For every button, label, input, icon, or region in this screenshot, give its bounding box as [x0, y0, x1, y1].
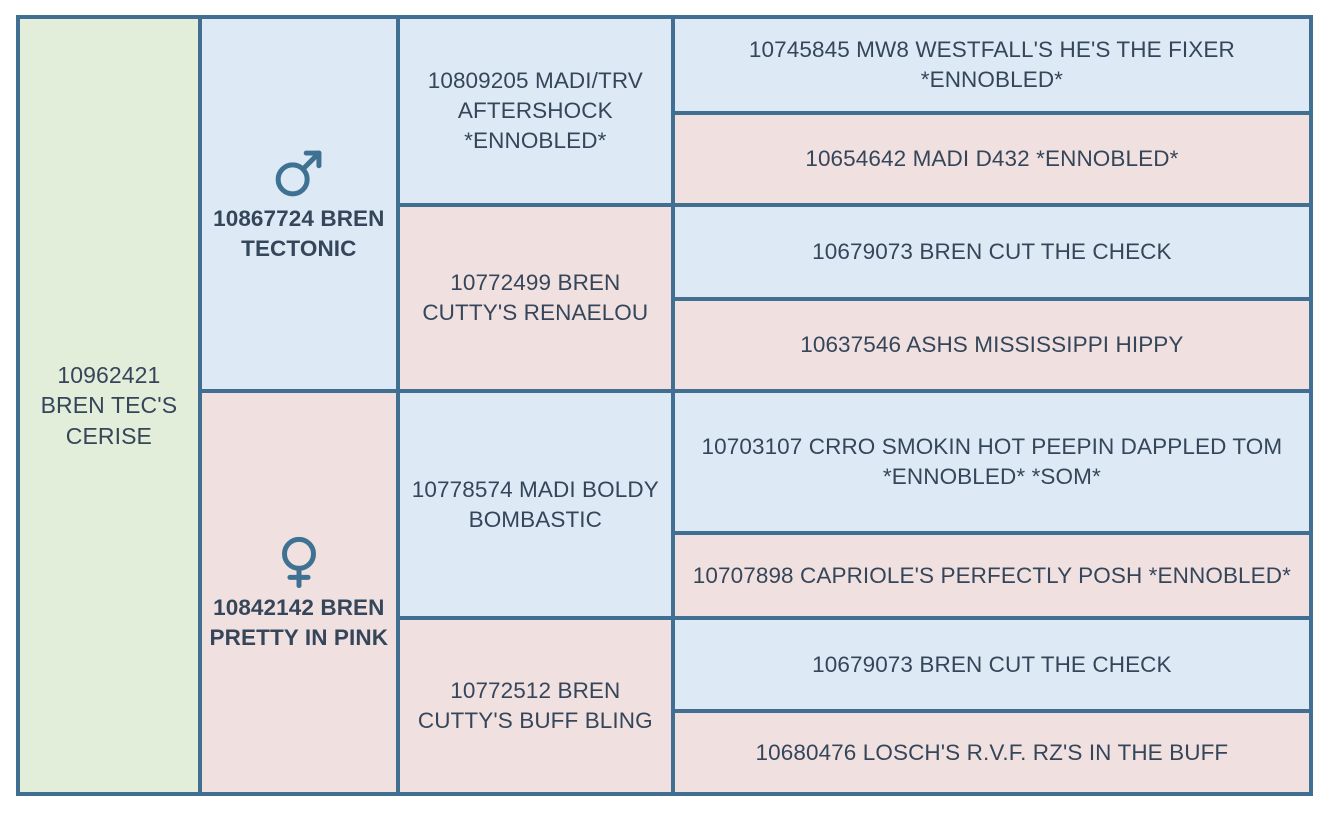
- animal-name: 10962421 BREN TEC'S CERISE: [40, 361, 178, 449]
- animal-name: 10745845 MW8 WESTFALL'S HE'S THE FIXER *…: [748, 37, 1235, 92]
- generation-3-column: 10809205 MADI/TRV AFTERSHOCK *ENNOBLED* …: [395, 19, 671, 792]
- pedigree-cell-great-grandparent-2[interactable]: 10654642 MADI D432 *ENNOBLED*: [674, 111, 1309, 203]
- animal-name: 10778574 MADI BOLDY BOMBASTIC: [411, 476, 659, 532]
- animal-name: 10867724 BREN TECTONIC: [213, 206, 385, 261]
- animal-name: 10772499 BREN CUTTY'S RENAELOU: [422, 270, 649, 325]
- generation-4-column: 10745845 MW8 WESTFALL'S HE'S THE FIXER *…: [670, 19, 1309, 792]
- pedigree-cell-great-grandparent-6[interactable]: 10707898 CAPRIOLE'S PERFECTLY POSH *ENNO…: [674, 531, 1309, 616]
- venus-icon: [270, 533, 328, 591]
- pedigree-cell-subject[interactable]: 10962421 BREN TEC'S CERISE: [20, 19, 198, 792]
- generation-2-column: 10867724 BREN TECTONIC 10842142 BREN PRE…: [197, 19, 396, 792]
- animal-name: 10703107 CRRO SMOKIN HOT PEEPIN DAPPLED …: [701, 434, 1283, 489]
- pedigree-cell-great-grandparent-7[interactable]: 10679073 BREN CUT THE CHECK: [674, 616, 1309, 709]
- animal-name: 10772512 BREN CUTTY'S BUFF BLING: [417, 678, 653, 733]
- animal-name: 10842142 BREN PRETTY IN PINK: [209, 594, 389, 650]
- animal-name: 10679073 BREN CUT THE CHECK: [812, 239, 1172, 265]
- pedigree-cell-great-grandparent-4[interactable]: 10637546 ASHS MISSISSIPPI HIPPY: [674, 297, 1309, 389]
- animal-name: 10679073 BREN CUT THE CHECK: [812, 651, 1172, 677]
- pedigree-cell-great-grandparent-8[interactable]: 10680476 LOSCH'S R.V.F. RZ'S IN THE BUFF: [674, 709, 1309, 792]
- animal-name: 10637546 ASHS MISSISSIPPI HIPPY: [800, 332, 1184, 358]
- pedigree-cell-maternal-grandsire[interactable]: 10778574 MADI BOLDY BOMBASTIC: [399, 389, 671, 616]
- pedigree-cell-great-grandparent-3[interactable]: 10679073 BREN CUT THE CHECK: [674, 203, 1309, 297]
- pedigree-cell-great-grandparent-1[interactable]: 10745845 MW8 WESTFALL'S HE'S THE FIXER *…: [674, 19, 1309, 111]
- animal-name: 10654642 MADI D432 *ENNOBLED*: [805, 146, 1179, 172]
- animal-name: 10680476 LOSCH'S R.V.F. RZ'S IN THE BUFF: [755, 739, 1229, 765]
- pedigree-cell-great-grandparent-5[interactable]: 10703107 CRRO SMOKIN HOT PEEPIN DAPPLED …: [674, 389, 1309, 531]
- mars-icon: [270, 144, 328, 202]
- pedigree-chart: 10962421 BREN TEC'S CERISE 10867724 BREN…: [16, 15, 1313, 796]
- pedigree-cell-paternal-granddam[interactable]: 10772499 BREN CUTTY'S RENAELOU: [399, 203, 671, 389]
- pedigree-cell-paternal-grandsire[interactable]: 10809205 MADI/TRV AFTERSHOCK *ENNOBLED*: [399, 19, 671, 203]
- generation-1-column: 10962421 BREN TEC'S CERISE: [20, 19, 198, 792]
- pedigree-cell-maternal-granddam[interactable]: 10772512 BREN CUTTY'S BUFF BLING: [399, 616, 671, 792]
- animal-name: 10809205 MADI/TRV AFTERSHOCK *ENNOBLED*: [427, 68, 643, 153]
- pedigree-cell-sire[interactable]: 10867724 BREN TECTONIC: [201, 19, 396, 389]
- animal-name: 10707898 CAPRIOLE'S PERFECTLY POSH *ENNO…: [692, 562, 1291, 588]
- pedigree-cell-dam[interactable]: 10842142 BREN PRETTY IN PINK: [201, 389, 396, 792]
